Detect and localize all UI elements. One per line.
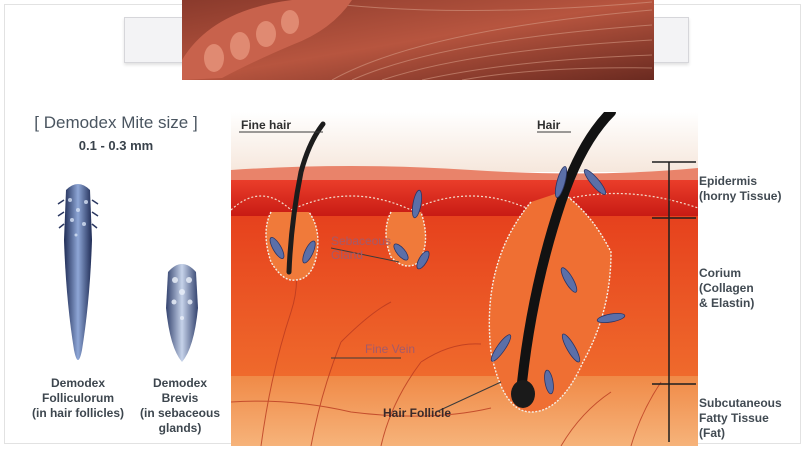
layer-label-line: (horny Tissue) (699, 189, 781, 204)
demodex-folliculorum-caption: Demodex Folliculorum (in hair follicles) (8, 376, 148, 421)
caption-line: (in hair follicles) (8, 406, 148, 421)
fine-vein-label: Fine Vein (365, 342, 415, 356)
layer-label-line: Fatty Tissue (699, 411, 782, 426)
layer-label-line: Subcutaneous (699, 396, 782, 411)
caption-line: Demodex (128, 376, 232, 391)
mite-size-title: [ Demodex Mite size ] (0, 113, 232, 133)
demodex-brevis-caption: Demodex Brevis (in sebaceous glands) (128, 376, 232, 436)
caption-line: (in sebaceous (128, 406, 232, 421)
sebaceous-gland-label: Sebaceous Gland (331, 234, 371, 262)
skin-cross-section-diagram: Fine hair Hair Sebaceous Gland Fine Vein… (231, 112, 698, 446)
hair-label: Hair (537, 118, 560, 132)
layer-label-line: Epidermis (699, 174, 781, 189)
layer-scale-bar (650, 160, 700, 444)
caption-line: Brevis (128, 391, 232, 406)
caption-line: glands) (128, 421, 232, 436)
mite-closeup-photo (182, 0, 654, 80)
caption-line: Folliculorum (8, 391, 148, 406)
demodex-brevis-image (160, 258, 204, 366)
layer-label-line: (Collagen (699, 281, 754, 296)
hair-follicle-label: Hair Follicle (383, 406, 451, 420)
demodex-folliculorum-image (56, 180, 100, 370)
layer-label-epidermis: Epidermis (horny Tissue) (699, 174, 781, 204)
layer-label-line: & Elastin) (699, 296, 754, 311)
mite-size-range: 0.1 - 0.3 mm (0, 138, 232, 153)
layer-label-line: Corium (699, 266, 754, 281)
layer-label-subcutaneous: Subcutaneous Fatty Tissue (Fat) (699, 396, 782, 441)
layer-label-corium: Corium (Collagen & Elastin) (699, 266, 754, 311)
fine-hair-label: Fine hair (241, 118, 291, 132)
caption-line: Demodex (8, 376, 148, 391)
layer-label-line: (Fat) (699, 426, 782, 441)
